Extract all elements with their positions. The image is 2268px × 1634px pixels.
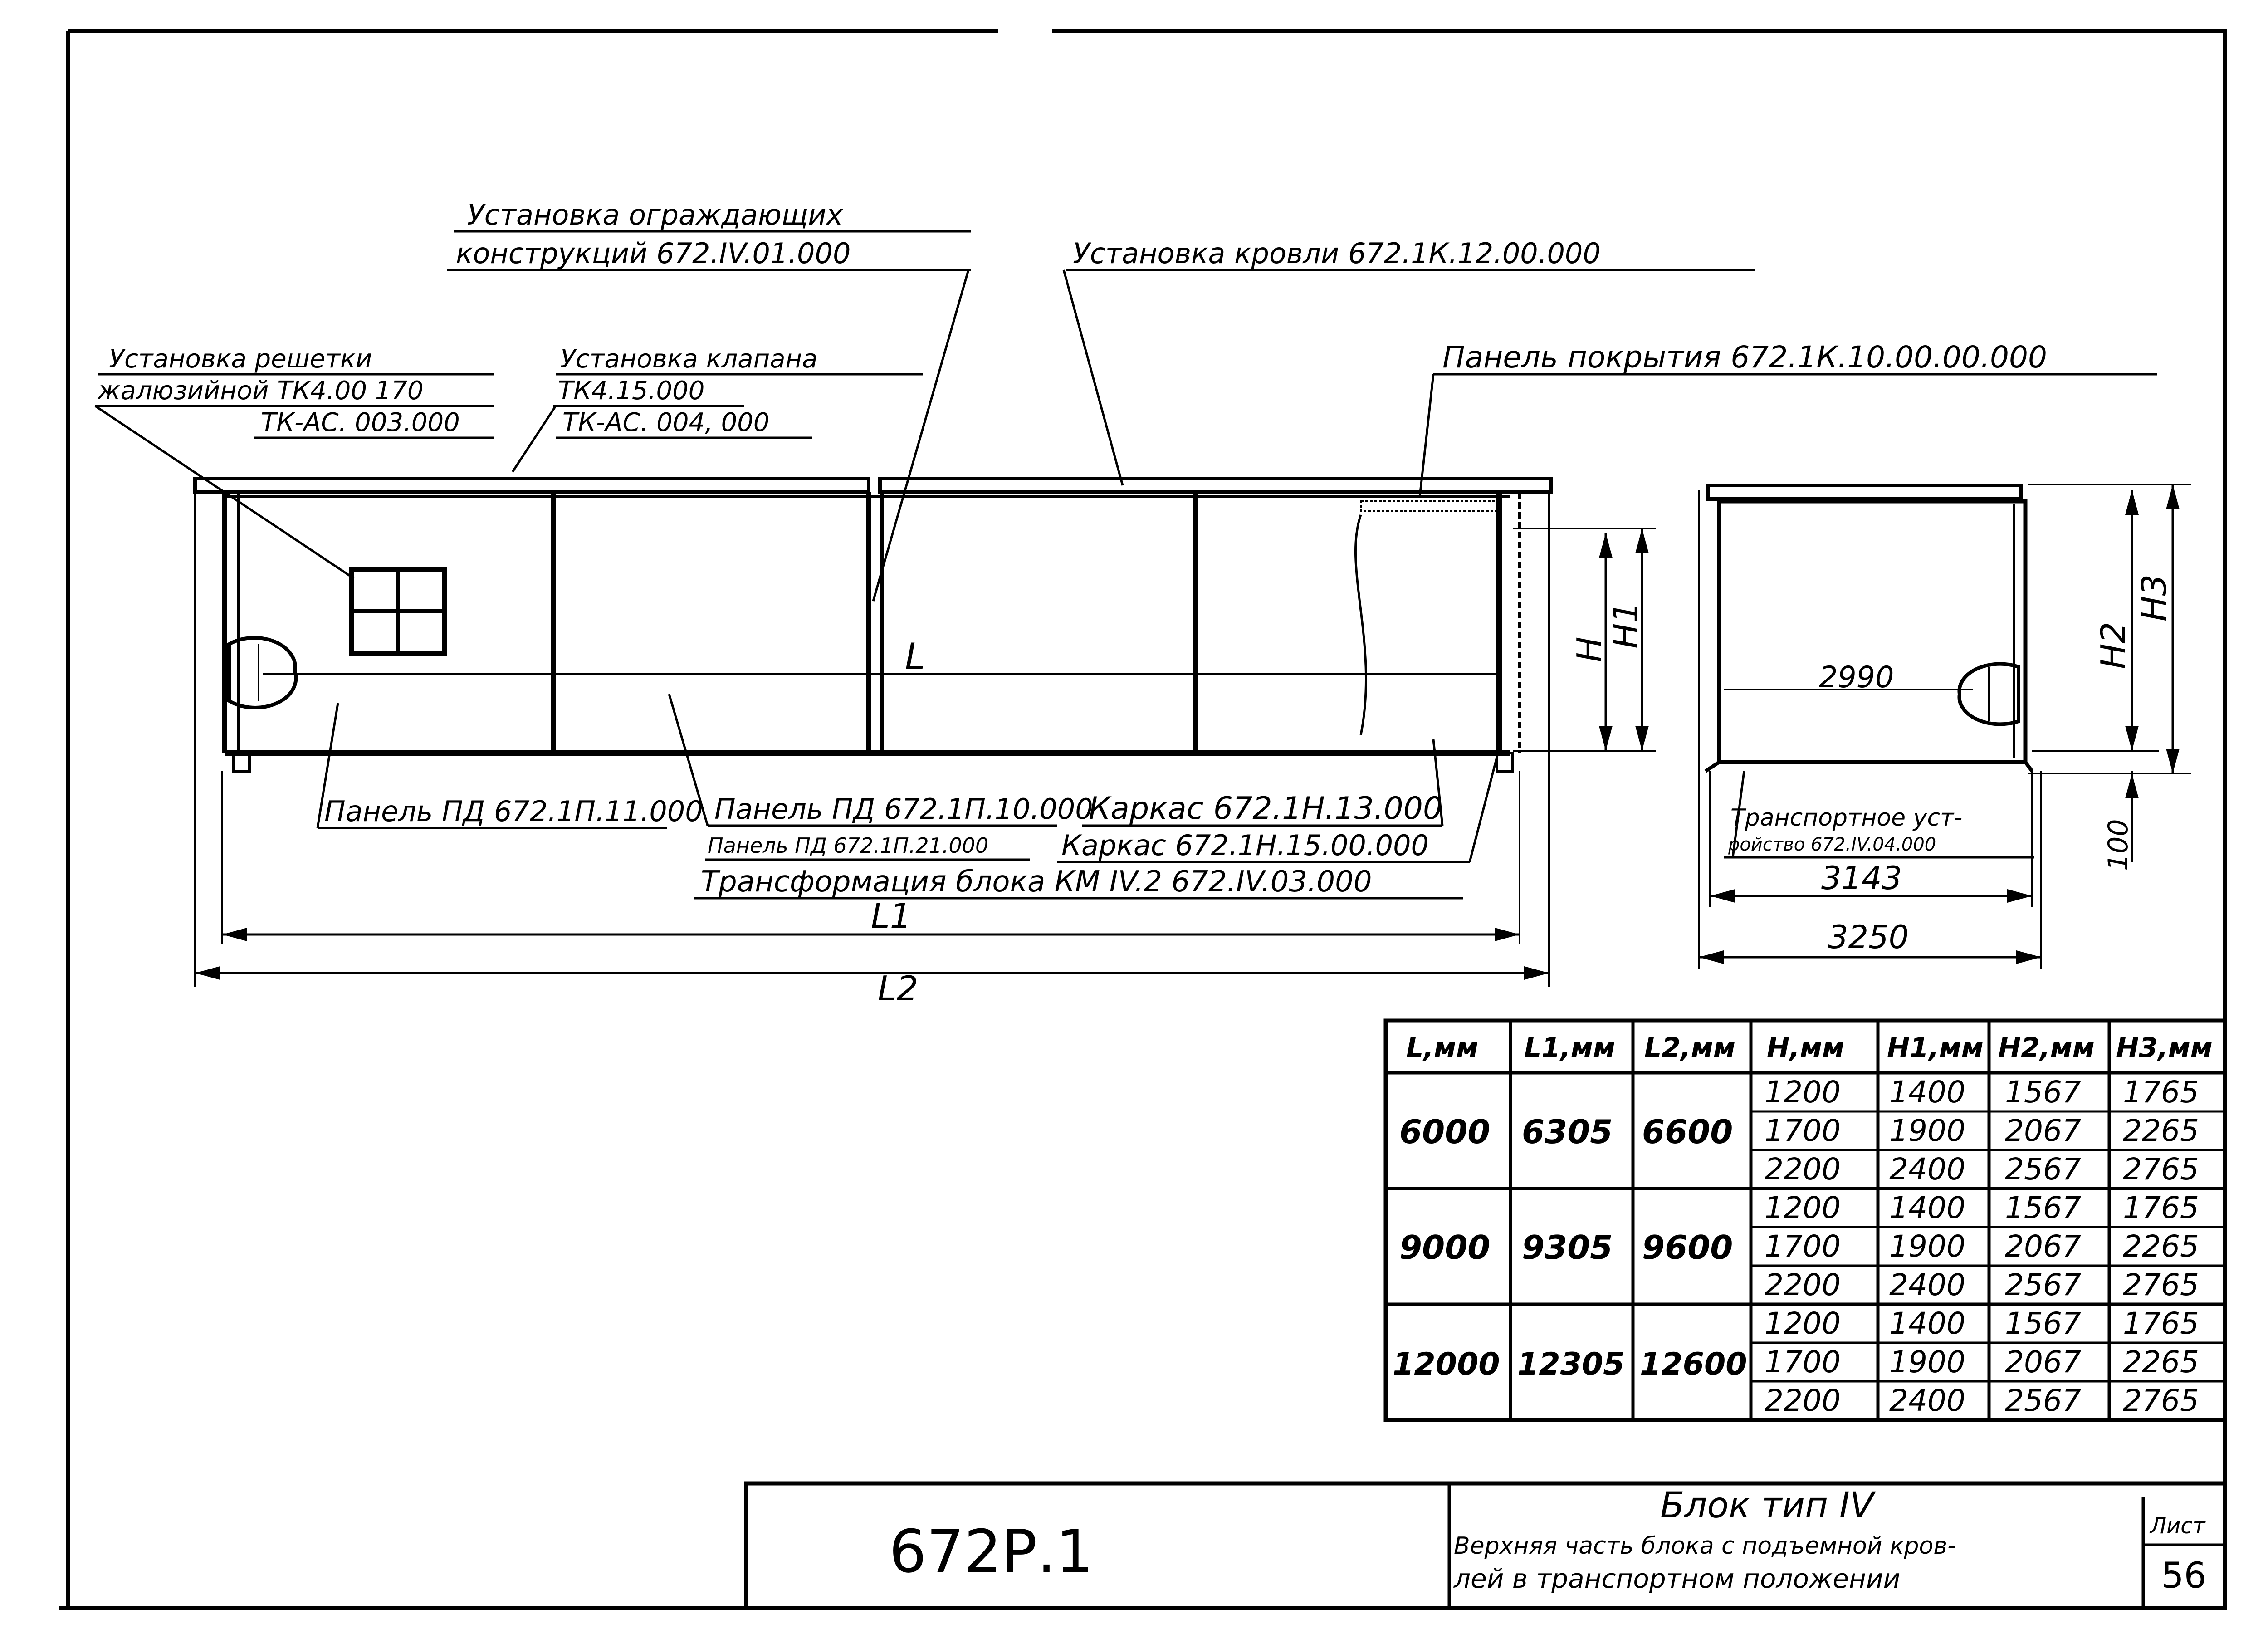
table-cell: 2067 xyxy=(2005,1113,2081,1148)
callout-transport-line2: ройство 672.IV.04.000 xyxy=(1728,834,1936,855)
table-cell: 2400 xyxy=(1889,1383,1965,1418)
table-cell: 6305 xyxy=(1522,1113,1613,1151)
table-cell: 1700 xyxy=(1765,1229,1841,1264)
table-cell: 6000 xyxy=(1399,1113,1490,1151)
table-cell: 2265 xyxy=(2123,1345,2199,1380)
callout-frame-15: Каркас 672.1Н.15.00.000 xyxy=(1061,829,1429,862)
table-cell: 2400 xyxy=(1889,1152,1965,1187)
block-desc-line1: Верхняя часть блока с подъемной кров- xyxy=(1454,1532,1956,1560)
table-header-H2: H2,мм xyxy=(1998,1032,2095,1064)
table-cell: 2200 xyxy=(1765,1152,1841,1187)
dim-H2: H2 xyxy=(2093,622,2133,669)
callout-valve-line2: ТК4.15.000 xyxy=(558,376,704,406)
table-cell: 2067 xyxy=(2005,1345,2081,1380)
table-cell: 1400 xyxy=(1889,1190,1965,1225)
table-cell: 1900 xyxy=(1889,1229,1965,1264)
callout-valve-line3: ТК-АС. 004, 000 xyxy=(562,408,770,437)
table-cell: 1400 xyxy=(1889,1075,1965,1110)
table-cell: 1700 xyxy=(1765,1113,1841,1148)
callout-frame-13: Каркас 672.1Н.13.000 xyxy=(1089,791,1442,827)
table-cell: 9000 xyxy=(1399,1228,1490,1267)
table-header-H1: H1,мм xyxy=(1887,1032,1984,1064)
table-header-L2: L2,мм xyxy=(1644,1032,1735,1064)
table-cell: 2567 xyxy=(2005,1267,2081,1302)
callout-roof: Установка кровли 672.1К.12.00.000 xyxy=(1073,237,1601,270)
title-block: 672Р.1 Блок тип IV Верхняя часть блока с… xyxy=(744,1481,2227,1610)
dim-100: 100 xyxy=(2102,819,2134,871)
table-cell: 1900 xyxy=(1889,1113,1965,1148)
table-cell: 1200 xyxy=(1765,1306,1841,1341)
table-cell: 1765 xyxy=(2123,1306,2199,1341)
table-cell: 2765 xyxy=(2123,1383,2199,1418)
table-cell: 1765 xyxy=(2123,1190,2199,1225)
table-cell: 2200 xyxy=(1765,1383,1841,1418)
table-cell: 9600 xyxy=(1642,1228,1733,1267)
dim-L1: L1 xyxy=(871,896,912,936)
dim-H: H xyxy=(1569,637,1609,662)
sheet-number: 56 xyxy=(2161,1556,2206,1596)
dim-3143: 3143 xyxy=(1821,860,1902,897)
table-cell: 1765 xyxy=(2123,1075,2199,1110)
callout-grille-line2: жалюзийной ТК4.00 170 xyxy=(97,376,424,406)
callout-panel-21: Панель ПД 672.1П.21.000 xyxy=(708,833,988,858)
table-cell: 12305 xyxy=(1517,1346,1625,1382)
callout-enclosure-line1: Установка ограждающих xyxy=(467,198,844,231)
table-cell: 2567 xyxy=(2005,1383,2081,1418)
front-elevation xyxy=(193,477,1553,773)
callout-panel-10: Панель ПД 672.1П.10.000 xyxy=(714,793,1093,826)
table-cell: 2265 xyxy=(2123,1113,2199,1148)
dimension-table: L,мм L1,мм L2,мм H,мм H1,мм H2,мм H3,мм … xyxy=(1383,1018,2227,1422)
block-title: Блок тип IV xyxy=(1660,1485,1876,1526)
table-cell: 1200 xyxy=(1765,1190,1841,1225)
side-view: H2 H3 100 2990 3143 3250 xyxy=(1698,484,2191,969)
dim-H1: H1 xyxy=(1606,602,1646,649)
table-cell: 2265 xyxy=(2123,1229,2199,1264)
table-cell: 9305 xyxy=(1522,1228,1613,1267)
table-cell: 2765 xyxy=(2123,1267,2199,1302)
table-cell: 2067 xyxy=(2005,1229,2081,1264)
table-header-L: L,мм xyxy=(1406,1032,1478,1064)
table-header-H3: H3,мм xyxy=(2116,1032,2213,1064)
table-header-H: H,мм xyxy=(1767,1032,1844,1064)
callout-panel-11: Панель ПД 672.1П.11.000 xyxy=(324,795,703,828)
callouts: Установка ограждающих конструкций 672.IV… xyxy=(94,198,2157,900)
callout-valve-line1: Установка клапана xyxy=(560,344,817,374)
table-cell: 2765 xyxy=(2123,1152,2199,1187)
sheet-label: Лист xyxy=(2149,1513,2206,1539)
callout-grille-line1: Установка решетки xyxy=(109,344,372,374)
table-cell: 2200 xyxy=(1765,1267,1841,1302)
callout-transport-line1: Транспортное уст- xyxy=(1730,804,1962,832)
table-cell: 1567 xyxy=(2005,1190,2081,1225)
table-cell: 12600 xyxy=(1640,1346,1747,1382)
table-cell: 1900 xyxy=(1889,1345,1965,1380)
table-cell: 1567 xyxy=(2005,1075,2081,1110)
dim-L2: L2 xyxy=(878,969,919,1008)
table-cell: 12000 xyxy=(1393,1346,1500,1382)
table-header-L1: L1,мм xyxy=(1524,1032,1615,1064)
table-cell: 6600 xyxy=(1642,1113,1733,1151)
block-desc-line2: лей в транспортном положении xyxy=(1453,1563,1900,1594)
callout-cover-panel: Панель покрытия 672.1К.10.00.00.000 xyxy=(1442,340,2047,375)
table-cell: 1200 xyxy=(1765,1075,1841,1110)
table-cell: 2567 xyxy=(2005,1152,2081,1187)
dim-2990: 2990 xyxy=(1819,660,1894,695)
table-cell: 1400 xyxy=(1889,1306,1965,1341)
front-dimensions: L L1 L2 H H1 xyxy=(194,492,1656,1008)
dim-L: L xyxy=(905,636,925,678)
dim-H3: H3 xyxy=(2134,574,2174,621)
table-cell: 2400 xyxy=(1889,1267,1965,1302)
drawing-code: 672Р.1 xyxy=(889,1517,1094,1586)
callout-transform: Трансформация блока КМ IV.2 672.IV.03.00… xyxy=(701,865,1372,899)
table-cell: 1567 xyxy=(2005,1306,2081,1341)
callout-grille-line3: ТК-АС. 003.000 xyxy=(261,408,460,437)
dim-3250: 3250 xyxy=(1828,919,1909,956)
table-cell: 1700 xyxy=(1765,1345,1841,1380)
callout-enclosure-line2: конструкций 672.IV.01.000 xyxy=(456,237,850,270)
